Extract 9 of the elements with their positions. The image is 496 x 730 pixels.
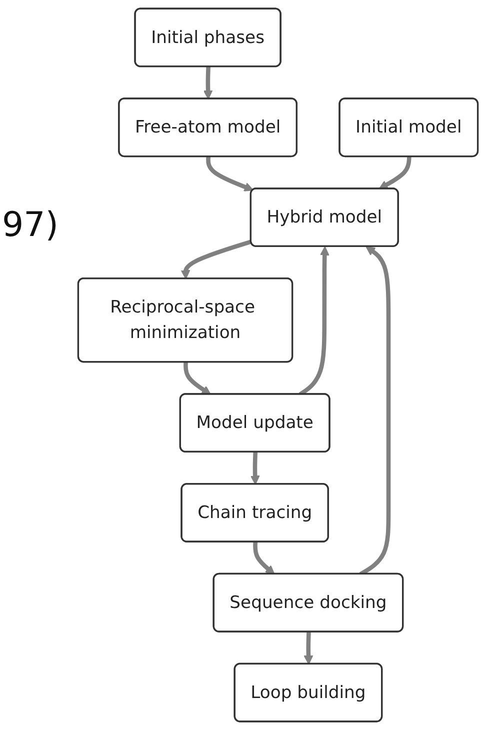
arrow bbox=[203, 66, 213, 100]
arrow bbox=[180, 240, 252, 280]
arrow bbox=[250, 452, 260, 485]
arrow bbox=[184, 362, 212, 395]
arrow bbox=[304, 632, 314, 665]
arrow bbox=[378, 156, 412, 190]
label-text: 97) bbox=[2, 205, 59, 245]
arrow bbox=[253, 542, 275, 575]
arrow bbox=[206, 156, 254, 192]
